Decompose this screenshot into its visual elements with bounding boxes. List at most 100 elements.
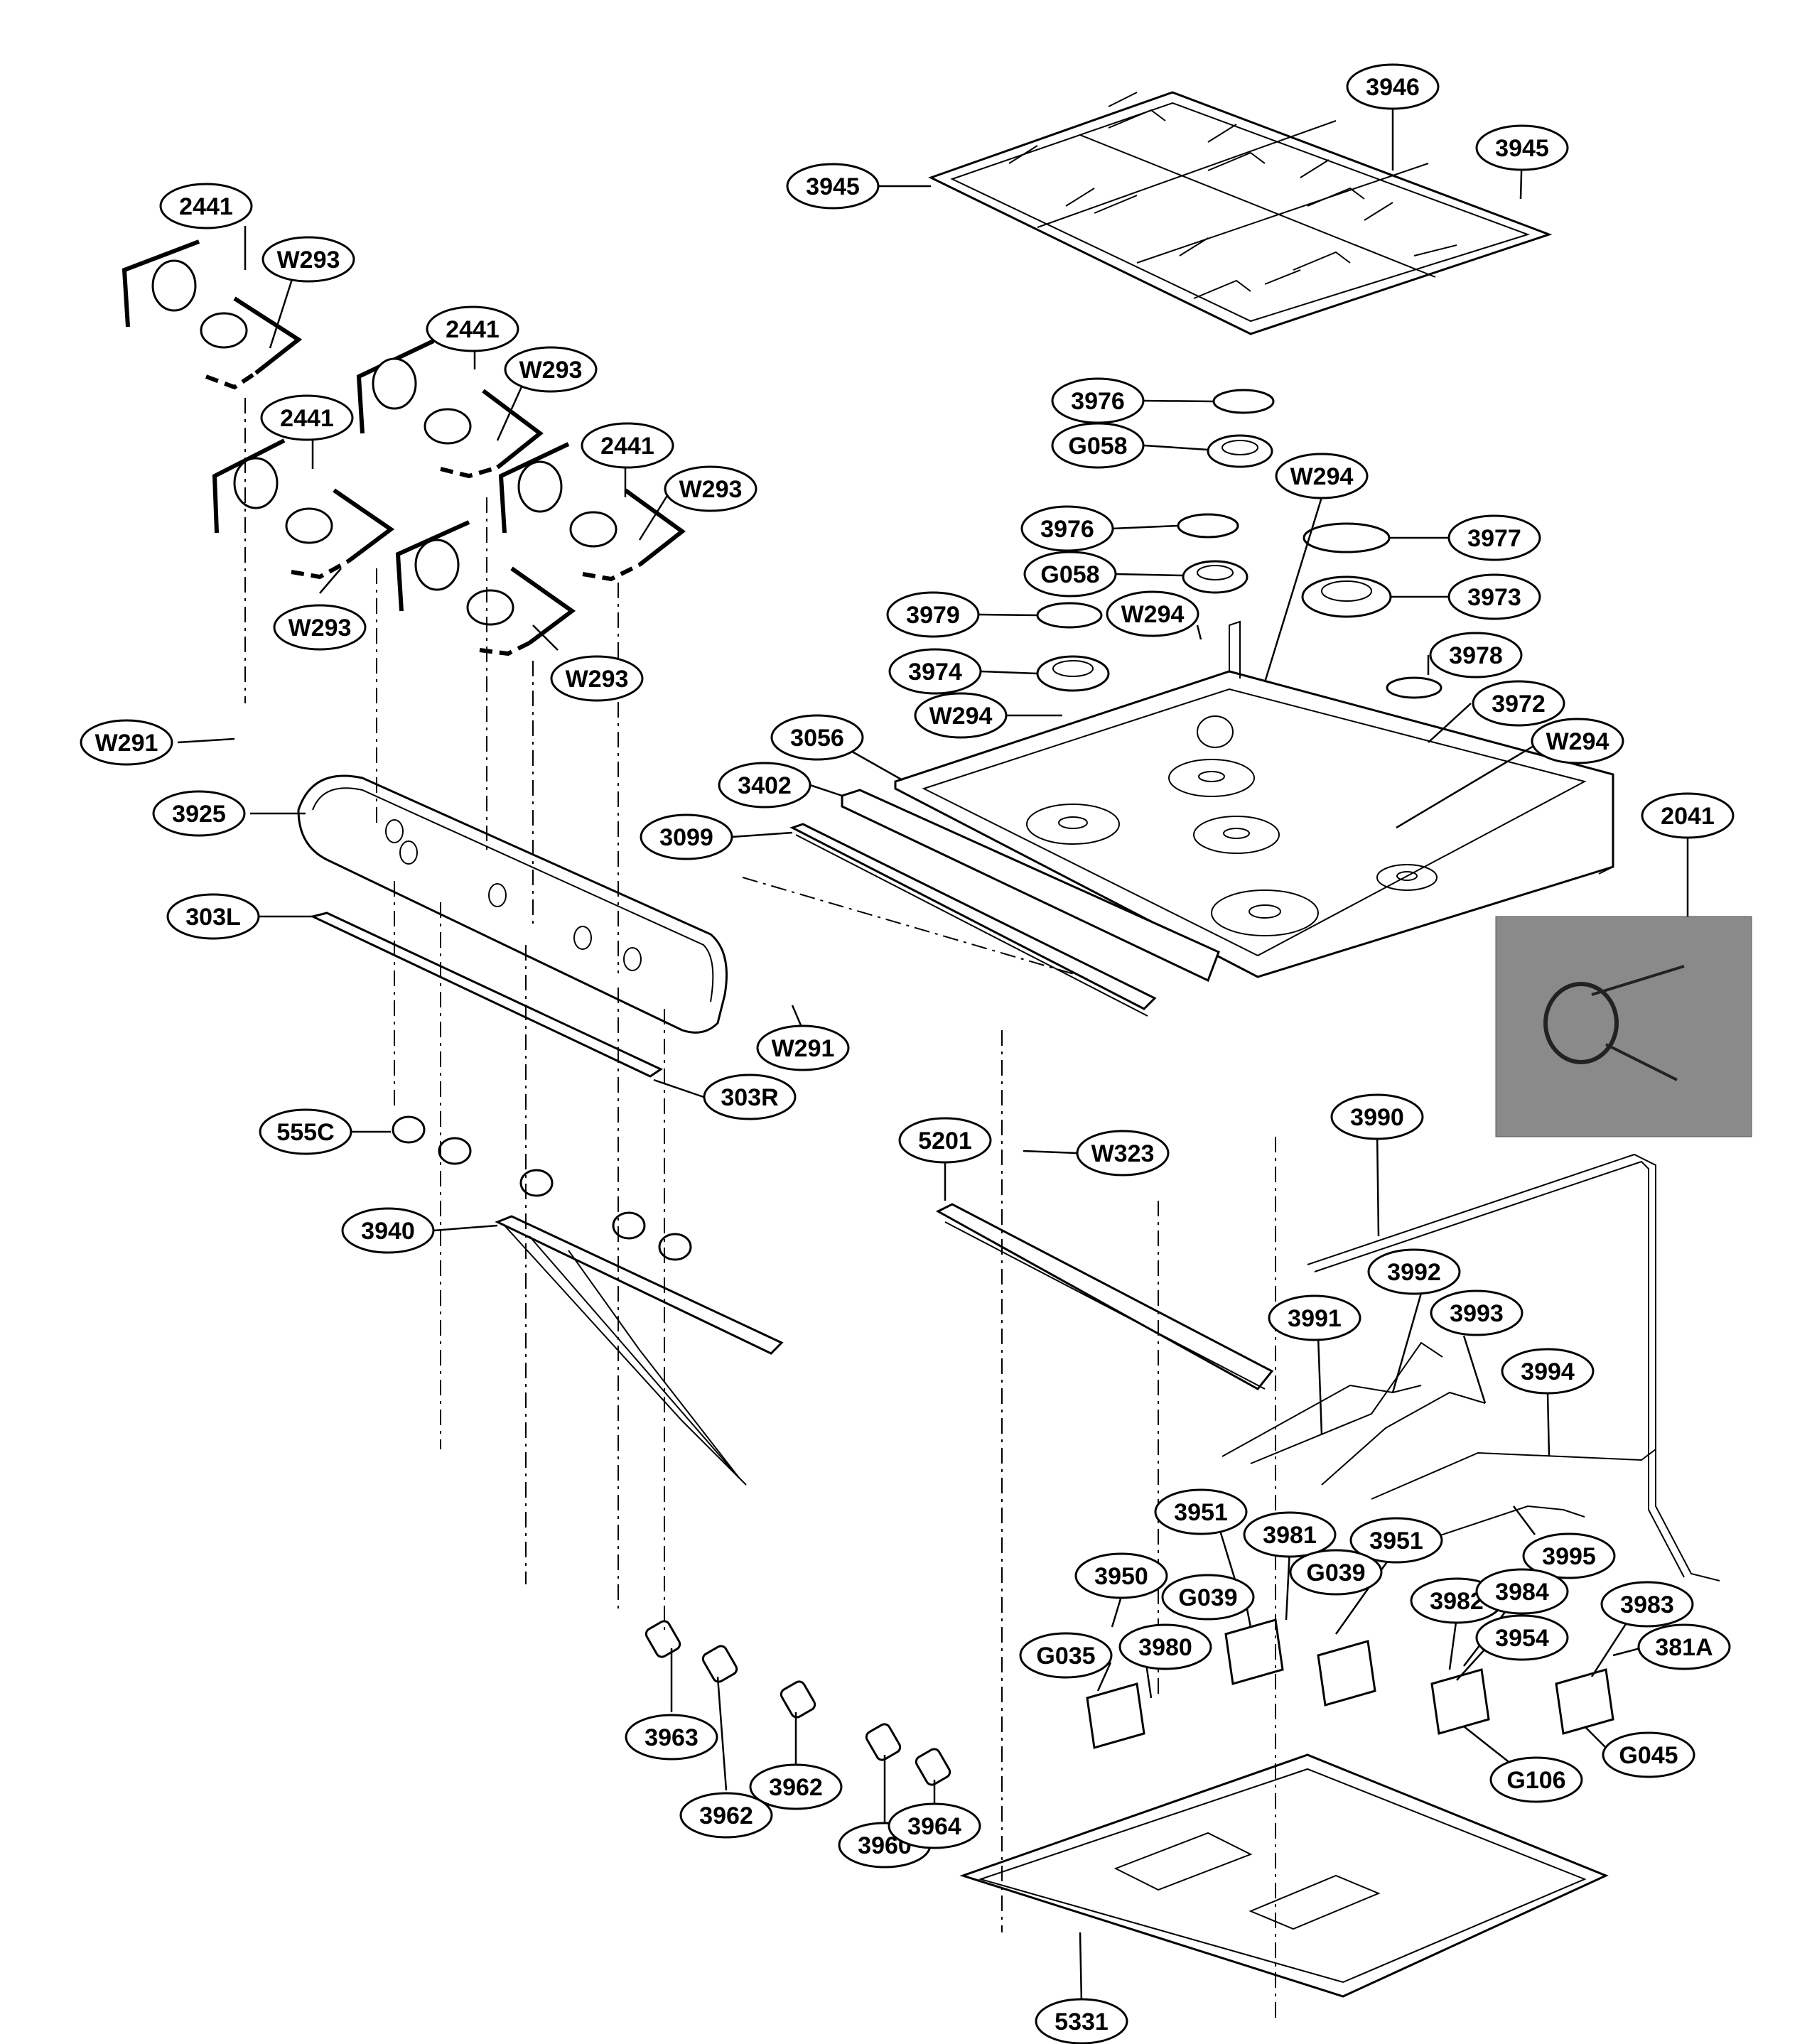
callout-w293-2: W293 [504,346,598,393]
callout-label: 3940 [361,1218,415,1245]
callout-label: 3945 [806,173,860,200]
assembly-lines [244,398,1276,2018]
callout-3954: 3954 [1475,1614,1569,1661]
callout-label: 3976 [1071,388,1125,415]
callout-3946: 3946 [1346,63,1440,110]
callout-3962-a: 3962 [749,1763,843,1810]
callout-w293-5: W293 [550,655,644,702]
callout-3962-b: 3962 [679,1792,773,1839]
callout-label: G039 [1306,1559,1365,1586]
callout-label: G058 [1068,433,1127,460]
callout-3976-center: 3976 [1020,505,1114,552]
callout-3973: 3973 [1447,573,1541,620]
callout-3974: 3974 [888,648,982,695]
callout-label: 5201 [918,1128,972,1155]
callout-label: 3976 [1040,516,1094,543]
callout-3990: 3990 [1330,1093,1424,1140]
knob-assemblies [122,239,686,656]
callout-5331: 5331 [1035,1998,1128,2044]
callout-w294-right: W294 [1531,718,1624,764]
callout-g039-a: G039 [1161,1574,1255,1621]
callout-w293-3: W293 [273,604,367,651]
callout-3978: 3978 [1429,632,1523,678]
callout-g039-b: G039 [1289,1549,1383,1596]
callout-label: 381A [1655,1634,1713,1661]
callout-label: G045 [1619,1742,1678,1769]
callout-3976-rear: 3976 [1051,377,1145,424]
callout-303r: 303R [703,1074,797,1120]
callout-label: 555C [276,1119,334,1146]
callout-w291-right: W291 [756,1024,850,1071]
callout-label: G035 [1036,1643,1095,1670]
callout-label: 3994 [1521,1358,1575,1385]
callout-5201: 5201 [898,1117,992,1164]
callout-label: 3981 [1263,1522,1317,1549]
callout-label: G039 [1178,1584,1237,1611]
callout-3964: 3964 [888,1802,981,1849]
callout-3945-right: 3945 [1475,124,1569,171]
callout-2441-3: 2441 [260,394,354,441]
valve-manifold [495,1215,784,1486]
callout-label: 3980 [1138,1634,1192,1661]
callout-3992: 3992 [1367,1248,1461,1295]
callout-label: 3954 [1495,1625,1549,1652]
callout-label: 3984 [1495,1579,1549,1606]
callout-w294-center: W294 [1106,590,1199,637]
callout-label: 5331 [1055,2008,1109,2035]
callout-3983: 3983 [1600,1581,1694,1628]
callout-label: G106 [1506,1767,1565,1794]
callout-label: W294 [929,703,993,730]
callout-3984: 3984 [1475,1568,1569,1615]
callout-label: 3925 [172,801,226,828]
callout-label: 3402 [738,772,792,799]
callout-label: 3099 [659,824,713,851]
callout-label: 3979 [906,602,960,629]
callout-label: 3972 [1492,691,1546,718]
trim-rail [789,789,1220,1017]
callout-label: 3977 [1467,525,1521,552]
grate-assembly [928,91,1553,335]
callout-label: 2441 [600,433,654,460]
callout-381a: 381A [1637,1623,1731,1670]
callout-label: 3962 [699,1802,753,1829]
callout-3402: 3402 [718,762,811,809]
callout-g035: G035 [1019,1632,1113,1679]
burner-box [959,1753,1609,1998]
callout-g045: G045 [1602,1731,1695,1778]
callout-3994: 3994 [1501,1348,1595,1395]
callout-label: W293 [277,247,340,274]
callout-label: G058 [1040,561,1099,588]
callout-w294-left: W294 [914,692,1008,739]
callout-3950: 3950 [1074,1552,1168,1599]
callout-label: W294 [1121,601,1185,628]
control-panel [297,774,728,1078]
callout-303l: 303L [166,893,260,940]
callout-3981: 3981 [1243,1511,1337,1558]
callout-label: 3993 [1450,1300,1504,1327]
callout-g058-center: G058 [1023,551,1117,597]
bezels [392,1115,692,1261]
spark-switches [645,1620,951,1786]
callout-label: 3973 [1467,584,1521,611]
callout-label: 2041 [1661,803,1715,830]
manifold-bracket [935,1203,1274,1390]
callout-555c: 555C [259,1108,352,1155]
callout-3945-left: 3945 [786,163,880,210]
callout-2041: 2041 [1641,792,1735,839]
callout-w294-rear: W294 [1275,453,1369,499]
callout-label: W294 [1290,463,1354,490]
callout-label: 303L [185,904,241,931]
callout-w293-4: W293 [664,465,757,512]
callout-label: 3950 [1094,1563,1148,1590]
callout-3963: 3963 [625,1714,718,1761]
callout-3977: 3977 [1447,514,1541,561]
callout-label: W291 [95,730,158,757]
callout-label: 3951 [1174,1499,1228,1526]
callout-3972: 3972 [1472,680,1565,727]
callout-label: 2441 [179,193,233,220]
callout-label: 3946 [1366,74,1420,101]
callout-label: 3995 [1542,1543,1596,1570]
callout-3980: 3980 [1118,1623,1212,1670]
callout-label: 3992 [1387,1259,1441,1286]
